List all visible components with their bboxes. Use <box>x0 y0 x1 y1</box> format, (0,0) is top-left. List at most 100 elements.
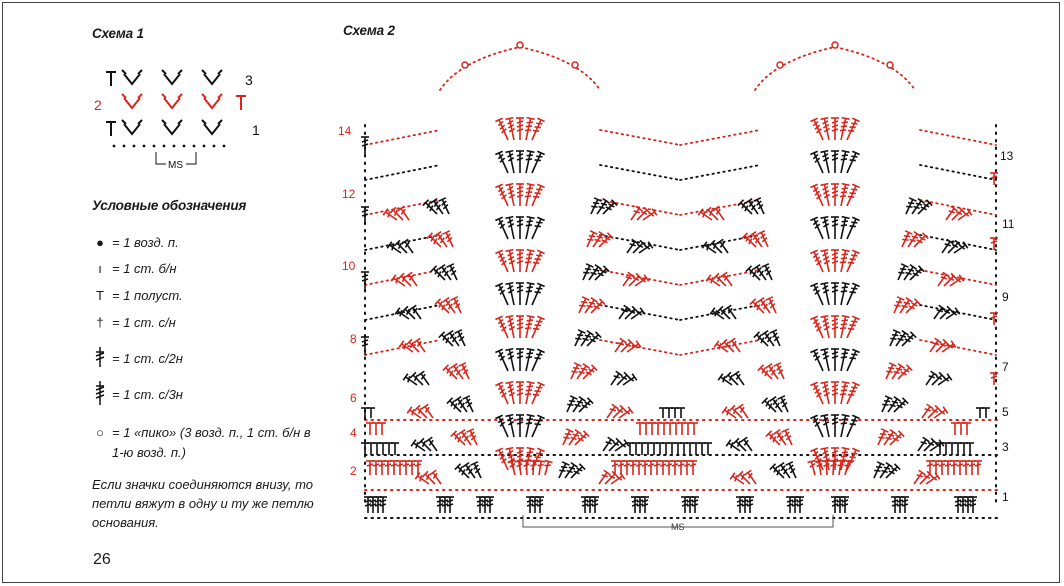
stitch-mark <box>614 439 630 452</box>
left-row-2: 2 <box>350 464 357 478</box>
stitch-mark <box>574 329 586 347</box>
stitch-mark <box>678 422 686 435</box>
stitch-mark <box>968 460 976 475</box>
double-treble-icon <box>92 380 108 409</box>
scheme2-repeat-label: MS <box>671 522 685 532</box>
right-row-5: 5 <box>1002 405 1009 419</box>
stitch-mark <box>901 230 913 248</box>
stitch-mark <box>421 403 434 419</box>
stitch-mark <box>450 430 466 446</box>
chain-diagonal <box>919 129 997 146</box>
stitch-mark <box>526 496 534 513</box>
stitch-mark <box>386 241 402 254</box>
stitch-mark <box>458 428 472 446</box>
stitch-mark <box>839 380 850 405</box>
stitch-mark <box>524 380 535 405</box>
stitch-mark <box>616 371 631 386</box>
left-row-6: 6 <box>350 391 357 405</box>
stitch-mark <box>716 238 729 254</box>
stitch-mark <box>594 265 610 281</box>
stitch-mark <box>476 496 484 513</box>
stitch-mark <box>947 239 962 254</box>
chain-diagonal <box>919 164 997 181</box>
stitch-mark <box>956 460 964 475</box>
stitch-mark <box>925 370 938 386</box>
stitch-mark <box>677 407 685 418</box>
stitch-mark <box>446 329 460 347</box>
stitch-mark <box>736 403 749 419</box>
stitch-mark <box>505 182 516 207</box>
chain-diagonal <box>364 339 441 356</box>
stitch-mark <box>408 460 416 475</box>
stitch-mark <box>840 281 850 306</box>
right-row-7: 7 <box>1002 360 1009 374</box>
stitch-mark <box>525 149 535 174</box>
stitch-mark <box>810 216 824 240</box>
stitch-mark <box>495 315 509 339</box>
stitch-mark <box>598 469 611 485</box>
stitch-mark <box>611 460 619 475</box>
scheme1-row-2: 2 <box>94 97 102 113</box>
stitch-mark <box>831 183 839 206</box>
stitch-mark <box>737 199 753 215</box>
stitch-mark <box>745 197 759 215</box>
picot-icon: ○ <box>96 425 104 440</box>
stitch-mark <box>839 248 850 273</box>
stitch-mark <box>516 282 524 305</box>
stitch-mark <box>361 442 369 455</box>
stitch-mark <box>709 307 725 320</box>
scheme1-chain <box>112 144 226 148</box>
stitch-mark <box>390 274 406 287</box>
stitch-mark <box>810 249 824 273</box>
stitch-mark <box>454 395 468 413</box>
stitch-mark <box>720 271 733 287</box>
stitch-mark <box>442 296 456 314</box>
picot-icon <box>461 61 469 69</box>
stitch-mark <box>941 238 954 254</box>
stitch-mark <box>446 397 462 413</box>
stitch-mark <box>671 407 679 418</box>
note-text: Если значки соединяются внизу, то петли … <box>92 477 314 530</box>
stitch-mark <box>837 459 846 476</box>
stitch-mark <box>879 461 893 479</box>
stitch-mark <box>704 442 712 455</box>
stitch-mark <box>732 437 747 452</box>
stitch-mark <box>674 442 682 455</box>
stitch-mark <box>939 305 954 320</box>
treble-crochet-icon <box>92 346 108 371</box>
stitch-mark <box>516 150 524 173</box>
stitch-mark <box>846 249 860 273</box>
stitch-mark <box>648 422 656 435</box>
stitch-mark <box>671 460 679 475</box>
stitch-mark <box>612 404 627 419</box>
stitch-mark <box>516 117 524 140</box>
stitch-mark <box>588 263 602 281</box>
stitch-mark <box>820 413 830 438</box>
stitch-mark <box>425 436 438 452</box>
stitch-mark <box>516 348 524 371</box>
stitch-mark <box>917 436 930 452</box>
stitch-mark <box>531 414 545 438</box>
stitch-mark <box>462 461 476 479</box>
chain-diagonal <box>919 339 997 356</box>
stitch-mark <box>413 337 426 353</box>
stitch-mark <box>660 422 668 435</box>
stitch-mark <box>840 215 850 240</box>
stitch-mark <box>933 304 946 320</box>
stitch-mark <box>641 496 649 513</box>
stitch-mark <box>410 439 426 452</box>
stitch-mark <box>976 407 984 418</box>
stitch-mark <box>810 117 824 141</box>
stitch-mark <box>777 395 789 413</box>
stitch-mark <box>765 296 777 314</box>
scheme1-row1 <box>106 119 223 136</box>
stitch-mark <box>697 208 713 221</box>
stitch-mark <box>677 460 685 475</box>
scheme2-diagram: 14 12 10 8 6 4 2 13 11 9 7 5 3 1 MS <box>338 41 1015 532</box>
stitch-mark <box>897 364 913 380</box>
legend-title: Условные обозначения <box>92 198 247 213</box>
stitch-mark <box>454 463 470 479</box>
stitch-mark <box>566 395 578 413</box>
stitch-mark <box>839 182 850 207</box>
